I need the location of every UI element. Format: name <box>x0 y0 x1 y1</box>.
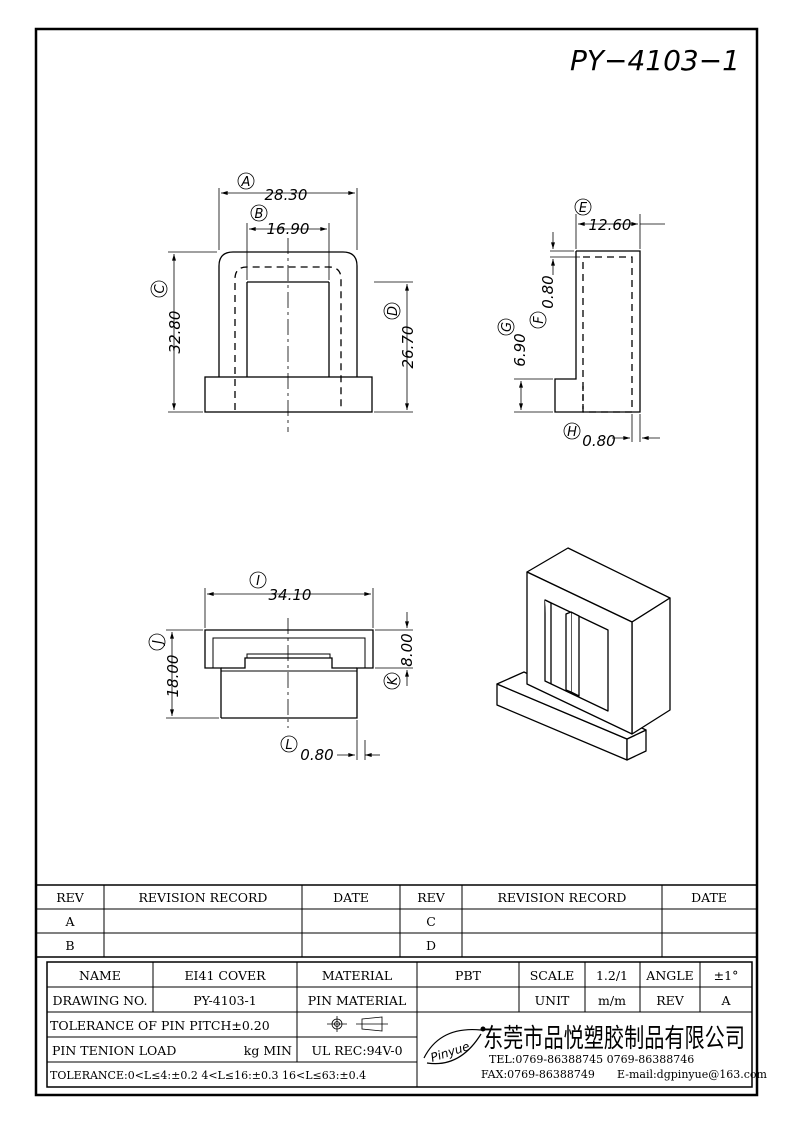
rev-row-d: D <box>426 938 436 953</box>
material-value: PBT <box>455 968 482 983</box>
date-header-right: DATE <box>691 890 727 905</box>
dim-j-letter: J <box>151 640 166 647</box>
tolerance-pitch: TOLERANCE OF PIN PITCH±0.20 <box>50 1018 270 1033</box>
pin-material-label: PIN MATERIAL <box>308 993 407 1008</box>
drawing-number-title: PY−4103−1 <box>570 44 740 77</box>
scale-value: 1.2/1 <box>596 968 628 983</box>
pin-tension-label: PIN TENION LOAD <box>52 1043 176 1058</box>
dim-d-letter: D <box>386 306 401 316</box>
scale-label: SCALE <box>530 968 575 983</box>
dim-i-letter: I <box>256 574 260 589</box>
dim-c-value: 32.80 <box>166 311 184 354</box>
sheet-border <box>34 27 759 1097</box>
pinyue-logo: Pinyue <box>423 1026 486 1065</box>
name-label: NAME <box>79 968 121 983</box>
top-view-labels: I 34.10 J 18.00 K 8.00 L 0.80 <box>148 571 416 764</box>
company-fax: FAX:0769-86388749 <box>481 1068 595 1081</box>
rev-header-left: REV <box>56 890 85 905</box>
top-view <box>204 618 374 728</box>
dim-l-value: 0.80 <box>300 746 333 764</box>
front-view <box>204 238 373 432</box>
dim-f-value: 0.80 <box>539 275 557 308</box>
rev-header-right: REV <box>417 890 446 905</box>
isometric-view <box>496 547 671 761</box>
rev-row-c: C <box>426 914 436 929</box>
dim-b-letter: B <box>255 207 264 222</box>
revision-table <box>35 884 758 958</box>
top-view-dims <box>166 588 413 760</box>
tolerance-line: TOLERANCE:0<L≤4:±0.2 4<L≤16:±0.3 16<L≤63… <box>50 1069 366 1082</box>
rev-value: A <box>720 993 731 1008</box>
dim-g-value: 6.90 <box>511 333 529 366</box>
title-block-text: NAME EI41 COVER MATERIAL PBT SCALE 1.2/1… <box>50 968 767 1082</box>
rev-row-b: B <box>65 938 74 953</box>
kg-min-label: kg MIN <box>244 1043 292 1058</box>
revision-record-header-left: REVISION RECORD <box>139 890 268 905</box>
front-view-dims <box>168 188 413 413</box>
rev-row-a: A <box>64 914 75 929</box>
dim-e-value: 12.60 <box>589 216 632 234</box>
revision-record-header-right: REVISION RECORD <box>498 890 627 905</box>
dim-j-value: 18.00 <box>164 655 182 698</box>
dim-d-value: 26.70 <box>399 326 417 369</box>
dim-k-letter: K <box>386 675 401 685</box>
date-header-left: DATE <box>333 890 369 905</box>
dim-k-value: 8.00 <box>398 633 416 666</box>
company-tel: TEL:0769-86388745 0769-86388746 <box>489 1053 694 1066</box>
dim-h-value: 0.80 <box>582 432 615 450</box>
name-value: EI41 COVER <box>184 968 266 983</box>
material-label: MATERIAL <box>322 968 392 983</box>
front-view-labels: A 28.30 B 16.90 C 32.80 D 26.70 <box>150 172 417 369</box>
drawing-no-label: DRAWING NO. <box>52 993 147 1008</box>
dim-b-value: 16.90 <box>267 220 310 238</box>
angle-label: ANGLE <box>645 968 693 983</box>
dim-h-letter: H <box>567 425 577 440</box>
title-block <box>46 961 753 1088</box>
company-name: 东莞市品悦塑胶制品有限公司 <box>483 1024 745 1054</box>
side-view-labels: E 12.60 F 0.80 G 6.90 H 0.80 <box>497 198 632 450</box>
side-view-dims <box>514 214 665 442</box>
dim-f-letter: F <box>532 316 547 324</box>
dim-e-letter: E <box>579 201 588 216</box>
rev-label: REV <box>656 993 685 1008</box>
unit-label: UNIT <box>535 993 570 1008</box>
company-email: E-mail:dgpinyue@163.com <box>617 1068 767 1081</box>
angle-value: ±1° <box>714 968 739 983</box>
dim-a-letter: A <box>241 175 251 190</box>
drawing-no-value: PY-4103-1 <box>193 993 257 1008</box>
projection-symbol-icon <box>327 1016 388 1032</box>
ul-rec-label: UL REC:94V-0 <box>311 1043 402 1058</box>
side-view <box>554 250 641 413</box>
dim-i-value: 34.10 <box>269 586 312 604</box>
revision-table-text: REV REVISION RECORD DATE REV REVISION RE… <box>56 890 727 953</box>
dim-a-value: 28.30 <box>265 186 308 204</box>
dim-g-letter: G <box>500 322 515 332</box>
dim-l-letter: L <box>285 738 292 753</box>
dim-c-letter: C <box>153 284 168 294</box>
unit-value: m/m <box>598 993 626 1008</box>
